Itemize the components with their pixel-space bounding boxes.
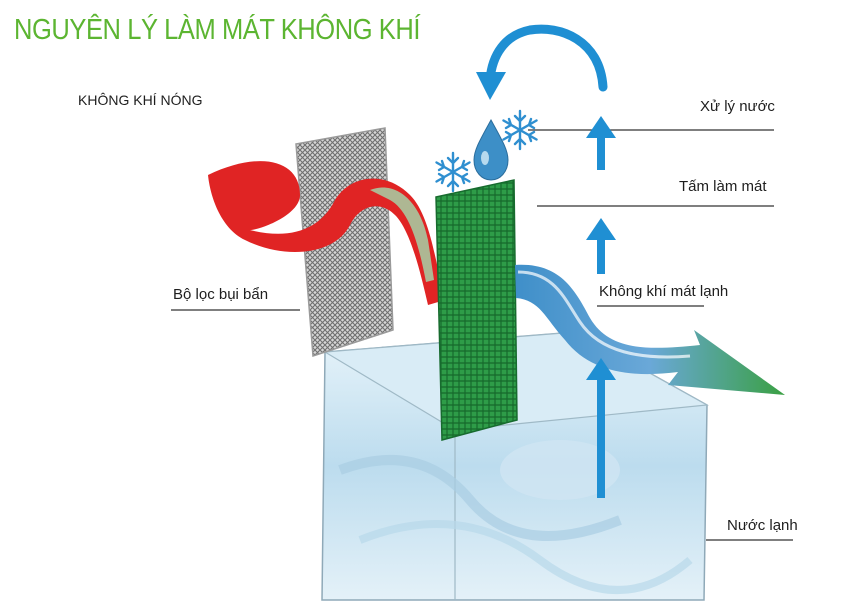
label-cooling-pad: Tấm làm mát bbox=[679, 178, 767, 195]
label-cool-air: Không khí mát lạnh bbox=[599, 283, 728, 300]
diagram-title: NGUYÊN LÝ LÀM MÁT KHÔNG KHÍ bbox=[14, 14, 420, 47]
return-arrow bbox=[476, 29, 603, 100]
label-dust-filter: Bộ lọc bụi bẩn bbox=[173, 286, 268, 303]
snowflake-icon-small bbox=[437, 153, 470, 191]
label-water-treatment: Xử lý nước bbox=[700, 98, 775, 115]
cooling-pad-panel bbox=[436, 180, 517, 440]
label-hot-air: KHÔNG KHÍ NÓNG bbox=[78, 92, 202, 108]
label-cold-water: Nước lạnh bbox=[727, 517, 798, 534]
up-arrow-middle bbox=[586, 218, 616, 274]
up-arrow-top bbox=[586, 116, 616, 170]
water-droplet-icon bbox=[474, 120, 508, 180]
